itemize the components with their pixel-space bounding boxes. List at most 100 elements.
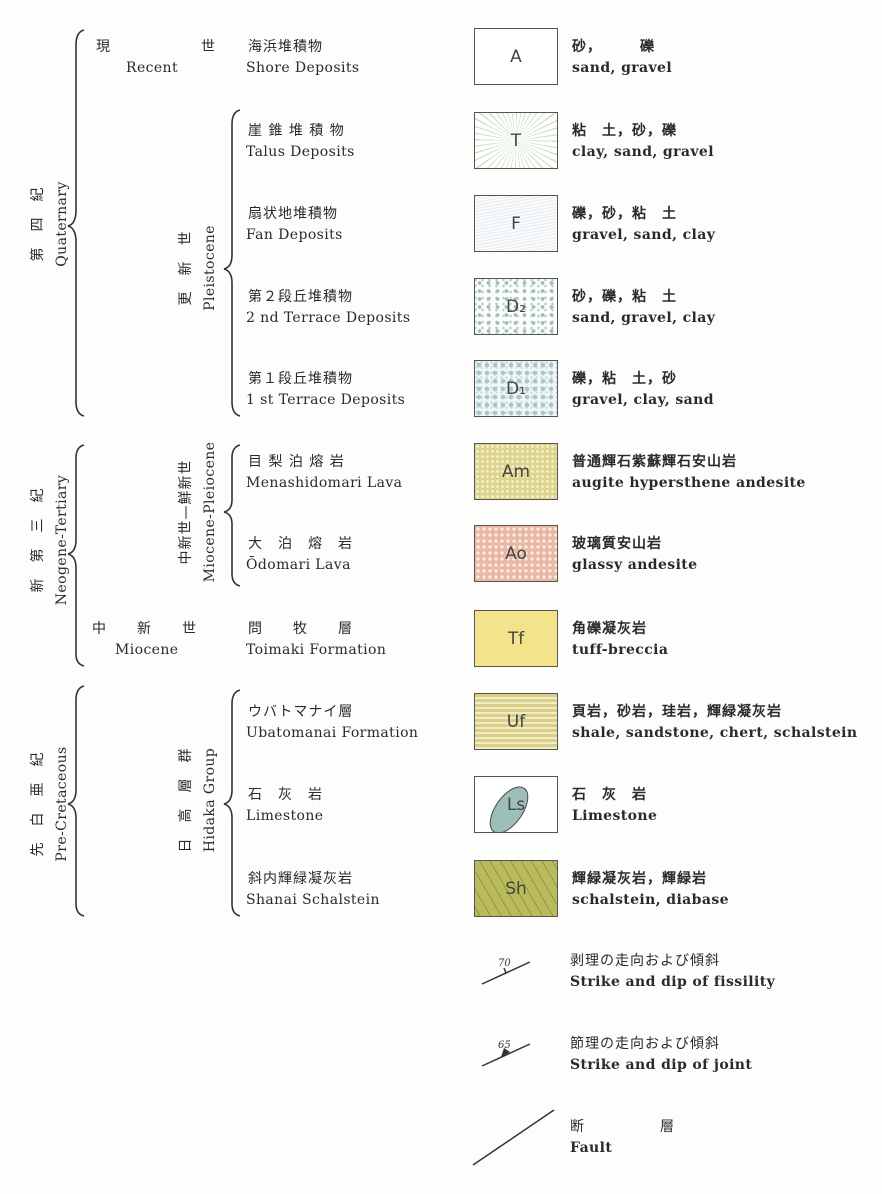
fissility-jp: 剥理の走向および傾斜 [570, 953, 720, 969]
unit-name-jp: 崖 錐 堆 積 物 [248, 123, 345, 139]
unit-symbol: Tf [507, 628, 525, 649]
unit-name-en: Ōdomari Lava [246, 557, 351, 573]
hidaka-brace [223, 689, 241, 917]
period-jp: 新 第 三 紀 [30, 487, 46, 593]
epoch-jp: 中新世—鮮新世 [178, 459, 194, 565]
unit-name-jp: ウバトマナイ層 [248, 704, 354, 720]
joint-strike-symbol [481, 1043, 531, 1067]
unit-name-en: 1 st Terrace Deposits [246, 392, 406, 408]
unit-name-en: Limestone [246, 808, 324, 824]
unit-symbol: F [511, 213, 521, 234]
neogene-brace [67, 444, 85, 667]
rock-type-en: gravel, clay, sand [572, 392, 714, 408]
unit-name-jp: 石 灰 岩 [248, 787, 323, 803]
miocene-pliocene-brace [223, 444, 241, 587]
fault-line-symbol [472, 1109, 555, 1166]
joint-dip-value: 65 [498, 1040, 511, 1051]
joint-dip-marker [501, 1048, 510, 1057]
unit-name-jp: 大 泊 熔 岩 [248, 536, 353, 552]
epoch-pleistocene: 更 新 世 Pleistocene [174, 225, 222, 311]
unit-symbol: D₂ [506, 296, 526, 317]
unit-name-en: Shanai Schalstein [246, 892, 380, 908]
period-precretaceous: 先 白 亜 紀 Pre-Cretaceous [26, 746, 74, 861]
rock-type-en: gravel, sand, clay [572, 227, 716, 243]
period-en: Neogene-Tertiary [54, 474, 70, 606]
unit-pattern-swatch: D₂ [474, 278, 558, 335]
rock-type-jp: 頁岩，砂岩，珪岩，輝緑凝灰岩 [572, 704, 782, 720]
rock-type-jp: 輝緑凝灰岩，輝緑岩 [572, 871, 707, 887]
rock-type-en: schalstein, diabase [572, 892, 729, 908]
period-en: Quaternary [54, 181, 70, 267]
unit-symbol: A [510, 46, 522, 67]
epoch-recent-en: Recent [126, 60, 178, 76]
period-jp: 先 白 亜 紀 [30, 751, 46, 857]
rock-type-jp: 礫，粘 土，砂 [572, 371, 677, 387]
unit-name-jp: 第１段丘堆積物 [248, 371, 353, 387]
epoch-miocene-jp: 中 新 世 [92, 621, 197, 637]
unit-name-en: Shore Deposits [246, 60, 360, 76]
rock-type-jp: 普通輝石紫蘇輝石安山岩 [572, 454, 737, 470]
joint-jp: 節理の走向および傾斜 [570, 1036, 720, 1052]
unit-name-jp: 目 梨 泊 熔 岩 [248, 454, 345, 470]
rock-type-en: sand, gravel, clay [572, 310, 716, 326]
epoch-en: Miocene-Pleiocene [202, 441, 218, 583]
group-en: Hidaka Group [202, 747, 218, 853]
rock-type-en: glassy andesite [572, 557, 698, 573]
unit-name-jp: 斜内輝緑凝灰岩 [248, 871, 353, 887]
unit-symbol: Uf [506, 711, 526, 732]
pleistocene-brace [223, 109, 241, 417]
precretaceous-brace [67, 685, 85, 917]
unit-pattern-swatch: Ao [474, 525, 558, 582]
unit-name-en: Fan Deposits [246, 227, 343, 243]
unit-name-en: Ubatomanai Formation [246, 725, 419, 741]
unit-symbol: Ao [505, 543, 527, 564]
period-en: Pre-Cretaceous [54, 746, 70, 862]
group-jp: 日 高 層 群 [178, 747, 194, 853]
rock-type-en: Limestone [572, 808, 658, 824]
epoch-en: Pleistocene [202, 225, 218, 311]
unit-symbol: Ls [506, 794, 526, 815]
epoch-jp: 更 新 世 [178, 230, 194, 306]
period-neogene: 新 第 三 紀 Neogene-Tertiary [26, 475, 74, 605]
unit-name-jp: 海浜堆積物 [248, 39, 323, 55]
map-symbols: 70 65 [472, 958, 555, 1166]
period-jp: 第 四 紀 [30, 186, 46, 262]
unit-name-jp: 問 牧 層 [248, 621, 353, 637]
rock-type-jp: 石 灰 岩 [572, 787, 647, 803]
unit-symbol: Sh [505, 878, 527, 899]
rock-type-jp: 砂，礫，粘 土 [572, 289, 677, 305]
rock-type-jp: 砂， 礫 [572, 39, 655, 55]
unit-name-jp: 第２段丘堆積物 [248, 289, 353, 305]
unit-pattern-swatch: A [474, 28, 558, 85]
rock-type-en: augite hypersthene andesite [572, 475, 806, 491]
unit-symbol: D₁ [506, 378, 526, 399]
unit-pattern-swatch: T [474, 112, 558, 169]
fault-jp: 断 層 [570, 1119, 675, 1135]
rock-type-en: shale, sandstone, chert, schalstein [572, 725, 858, 741]
rock-type-jp: 粘 土，砂，礫 [572, 123, 677, 139]
quaternary-brace [67, 29, 85, 417]
rock-type-jp: 礫，砂，粘 土 [572, 206, 677, 222]
unit-pattern-swatch: Am [474, 443, 558, 500]
joint-en: Strike and dip of joint [570, 1057, 753, 1073]
rock-type-en: sand, gravel [572, 60, 673, 76]
rock-type-jp: 角礫凝灰岩 [572, 621, 647, 637]
unit-symbol: T [510, 130, 522, 151]
rock-type-jp: 玻璃質安山岩 [572, 536, 662, 552]
fault-en: Fault [570, 1140, 613, 1156]
unit-name-en: Toimaki Formation [246, 642, 387, 658]
unit-name-en: Talus Deposits [246, 144, 355, 160]
unit-symbol: Am [501, 461, 531, 482]
unit-name-jp: 扇状地堆積物 [248, 206, 338, 222]
group-hidaka: 日 高 層 群 Hidaka Group [174, 748, 222, 853]
unit-pattern-swatch: Uf [474, 693, 558, 750]
epoch-recent-jp: 現 世 [96, 39, 216, 55]
period-quaternary: 第 四 紀 Quaternary [26, 181, 74, 266]
unit-pattern-swatch: Sh [474, 860, 558, 917]
rock-type-en: clay, sand, gravel [572, 144, 714, 160]
unit-pattern-swatch: F [474, 195, 558, 252]
unit-name-en: Menashidomari Lava [246, 475, 403, 491]
unit-pattern-swatch: Ls [474, 776, 558, 833]
